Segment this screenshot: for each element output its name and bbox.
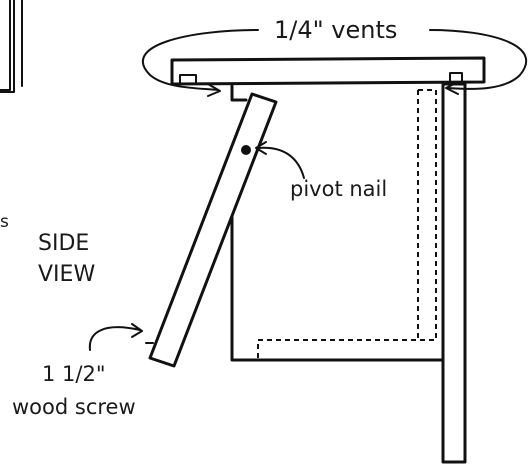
- pivot-nail-dot: [241, 145, 251, 155]
- side-label: SIDE: [38, 231, 89, 256]
- back-board: [441, 82, 467, 464]
- front-door-plank: [148, 92, 278, 368]
- wood-screw-callout-arrow: [88, 323, 143, 351]
- screw-size-label: 1 1/2": [42, 362, 106, 386]
- cutoff-letter: s: [0, 212, 9, 232]
- box-body: [230, 84, 448, 362]
- vents-label: 1/4" vents: [274, 16, 397, 44]
- left-edge-partial-figure: [0, 0, 23, 93]
- wood-screw-label: wood screw: [12, 395, 136, 419]
- pivot-nail-callout-arrow: [255, 141, 305, 179]
- pivot-nail-label: pivot nail: [290, 177, 387, 201]
- view-label: VIEW: [38, 262, 95, 287]
- vents-callout-arrows: [141, 29, 528, 97]
- roof: [170, 56, 486, 86]
